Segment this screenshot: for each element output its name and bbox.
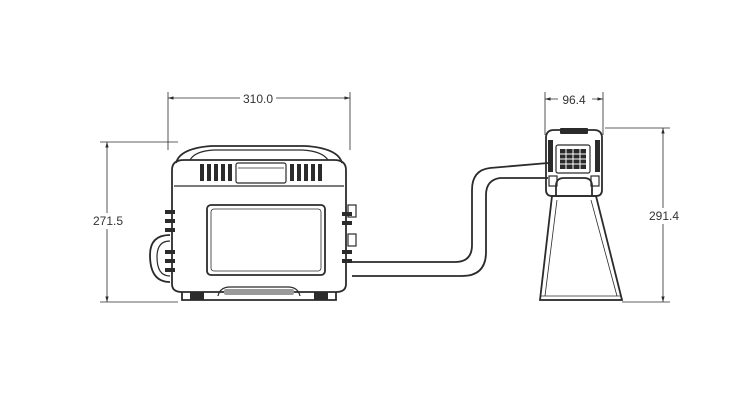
- dimension-main-width: 310.0: [167, 91, 351, 150]
- front-panel: [206, 204, 326, 276]
- dimension-side-height: 291.4: [605, 127, 683, 303]
- dimension-side-width: 96.4: [544, 92, 604, 135]
- top-vent-right: [290, 164, 322, 181]
- left-side-vents: [165, 210, 175, 272]
- cable: [149, 162, 549, 283]
- side-width-label: 96.4: [562, 93, 586, 107]
- power-station: [165, 145, 357, 301]
- right-side-vents: [342, 204, 357, 263]
- fan-grille: [555, 144, 591, 174]
- main-height-label: 271.5: [93, 214, 123, 228]
- side-unit: [538, 128, 624, 301]
- dimension-main-height: 271.5: [90, 141, 178, 303]
- main-width-label: 310.0: [243, 92, 273, 106]
- side-height-label: 291.4: [649, 209, 679, 223]
- top-vent-left: [200, 164, 232, 181]
